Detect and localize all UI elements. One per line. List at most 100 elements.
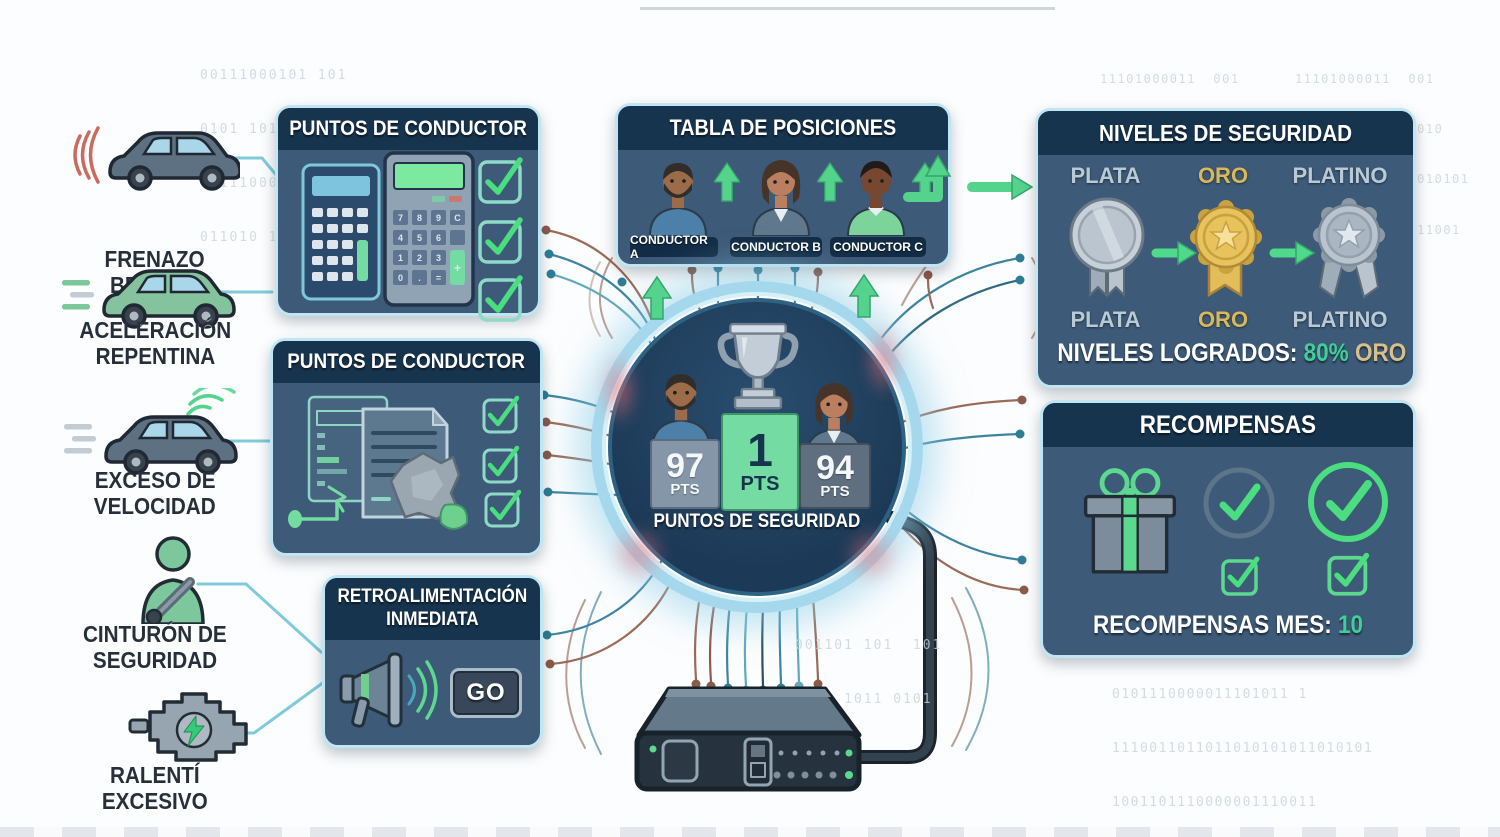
up-arrow-icon bbox=[848, 273, 880, 318]
megaphone-icon bbox=[339, 652, 438, 728]
panel-title-line: RETROALIMENTACIÓN bbox=[337, 586, 528, 608]
glow-spot bbox=[842, 526, 900, 584]
event-label-line: SEGURIDAD bbox=[92, 646, 218, 673]
level-arrow-icon bbox=[1151, 240, 1198, 266]
event-label-line: FRENAZO bbox=[104, 246, 206, 272]
panel-leaderboard-header: TABLA DE POSICIONES bbox=[618, 106, 948, 150]
binary-line: 11101000011 001 bbox=[1100, 72, 1240, 86]
binary-decoration-bottom-right: 0101110000011101011 1 111001101101101010… bbox=[1112, 653, 1392, 837]
checkmark-box-icon bbox=[478, 157, 523, 204]
svg-text:.: . bbox=[418, 273, 421, 283]
panel-title: RECOMPENSAS bbox=[1139, 410, 1317, 439]
car-speeding-icon bbox=[64, 388, 238, 475]
podium-second-place: 97 PTS bbox=[650, 439, 720, 509]
svg-text:3: 3 bbox=[436, 253, 441, 263]
driver-b-avatar bbox=[751, 160, 811, 236]
calculator-small-icon bbox=[301, 163, 381, 301]
level-label-oro: ORO bbox=[1197, 307, 1249, 332]
panel-rewards: RECOMPENSAS bbox=[1040, 400, 1416, 658]
event-label-line: VELOCIDAD bbox=[94, 492, 216, 519]
silver-medal-icon bbox=[1069, 197, 1145, 298]
checkmark-box-icon bbox=[1327, 552, 1370, 596]
trophy-icon bbox=[717, 322, 799, 410]
level-label-platino: PLATINO bbox=[1292, 307, 1388, 332]
panel-title: PUNTOS DE CONDUCTOR bbox=[289, 117, 527, 140]
level-label-plata: PLATA bbox=[1070, 163, 1141, 188]
panel-title: NIVELES DE SEGURIDAD bbox=[1098, 119, 1353, 146]
up-arrow-icon bbox=[641, 275, 673, 320]
event-label-line: RALENTÍ bbox=[110, 762, 200, 788]
rank-up-arrow-icon bbox=[714, 162, 740, 202]
top-wire-dots bbox=[617, 263, 933, 287]
svg-text:0: 0 bbox=[398, 273, 403, 283]
driver-a-name: CONDUCTOR A bbox=[630, 233, 718, 261]
panel-title: PUNTOS DE CONDUCTOR bbox=[287, 350, 526, 373]
score-circle-caption: PUNTOS DE SEGURIDAD bbox=[653, 511, 861, 532]
glow-spot bbox=[598, 352, 640, 428]
levels-summary-label: NIVELES LOGRADOS: bbox=[1057, 339, 1298, 367]
event-label-line: ACELERACIÓN bbox=[79, 317, 231, 343]
driver-name-label: CONDUCTOR C bbox=[833, 240, 923, 254]
level-arrow-icon bbox=[1269, 240, 1316, 266]
panel-driver-points-a-header: PUNTOS DE CONDUCTOR bbox=[278, 108, 538, 150]
car-harsh-braking-icon bbox=[73, 126, 240, 191]
panel-safety-levels-header: NIVELES DE SEGURIDAD bbox=[1038, 111, 1413, 155]
bottom-fade-strip bbox=[0, 827, 1500, 837]
binary-line: 1001101110000001110011 bbox=[1112, 795, 1318, 811]
rewards-summary: RECOMPENSAS MES: 10 bbox=[1043, 611, 1413, 640]
event-label-cinturon: CINTURÓN DE SEGURIDAD bbox=[55, 621, 255, 674]
go-button-label: GO bbox=[466, 679, 506, 706]
go-button[interactable]: GO bbox=[450, 668, 522, 718]
platinum-medal-icon bbox=[1313, 198, 1385, 299]
svg-text:5: 5 bbox=[417, 233, 422, 243]
gold-medal-icon bbox=[1190, 200, 1262, 298]
panel-safety-levels: NIVELES DE SEGURIDAD PLATA ORO PLATINO bbox=[1035, 108, 1416, 388]
level-label-platino: PLATINO bbox=[1292, 163, 1388, 188]
checkmark-box-icon bbox=[484, 489, 522, 528]
event-label-line: REPENTINA bbox=[95, 342, 215, 369]
svg-text:4: 4 bbox=[398, 233, 403, 243]
glow-spot bbox=[862, 322, 904, 398]
rank-up-arrow-icon bbox=[817, 162, 843, 202]
event-label-line: CINTURÓN DE bbox=[83, 621, 227, 647]
svg-text:6: 6 bbox=[436, 233, 441, 243]
podium-third-place: 94 PTS bbox=[799, 443, 871, 509]
checkmark-box-icon bbox=[1221, 556, 1260, 596]
panel-immediate-feedback: RETROALIMENTACIÓN INMEDIATA GO bbox=[322, 575, 543, 748]
glow-spot bbox=[610, 524, 668, 582]
driver-a-avatar bbox=[648, 163, 708, 236]
top-divider-line bbox=[640, 7, 1055, 10]
score-unit: PTS bbox=[820, 482, 850, 500]
event-label-aceleracion: ACELERACIÓN REPENTINA bbox=[55, 317, 255, 370]
level-labels-bottom: PLATA ORO PLATINO bbox=[1038, 307, 1413, 333]
panel-immediate-feedback-header: RETROALIMENTACIÓN INMEDIATA bbox=[325, 578, 540, 640]
score-circle-glow-ring bbox=[591, 281, 923, 613]
event-label-exceso: EXCESO DE VELOCIDAD bbox=[60, 467, 250, 520]
panel-title-line: INMEDIATA bbox=[386, 609, 479, 630]
score-unit: PTS bbox=[670, 480, 700, 498]
svg-text:9: 9 bbox=[436, 213, 441, 223]
panel-driver-points-a: PUNTOS DE CONDUCTOR bbox=[275, 105, 541, 322]
binary-line: 11101000011 001 bbox=[1295, 72, 1435, 86]
score-value: 94 bbox=[816, 448, 854, 487]
svg-text:8: 8 bbox=[417, 213, 422, 223]
event-label-line: EXCESIVO bbox=[102, 787, 208, 814]
score-value: 97 bbox=[666, 446, 704, 485]
driver-c-name: CONDUCTOR C bbox=[830, 237, 926, 257]
event-label-ralenti: RALENTÍ EXCESIVO bbox=[60, 762, 250, 815]
levels-summary-pct: 80% bbox=[1303, 339, 1349, 367]
driver-name-label: CONDUCTOR B bbox=[731, 240, 821, 254]
rewards-summary-value: 10 bbox=[1337, 611, 1364, 639]
binary-decoration-device: 001101 101 101 0101 1011 0101 bbox=[795, 604, 942, 742]
medals-row bbox=[1069, 197, 1385, 299]
level-label-plata: PLATA bbox=[1070, 307, 1141, 332]
level-labels-top: PLATA ORO PLATINO bbox=[1038, 163, 1413, 189]
podium-first-place: 1 PTS bbox=[721, 413, 799, 511]
engine-idle-icon bbox=[128, 692, 248, 762]
svg-text:2: 2 bbox=[417, 253, 422, 263]
gift-icon bbox=[1083, 468, 1177, 574]
elbow-up-arrow-icon bbox=[903, 154, 952, 202]
